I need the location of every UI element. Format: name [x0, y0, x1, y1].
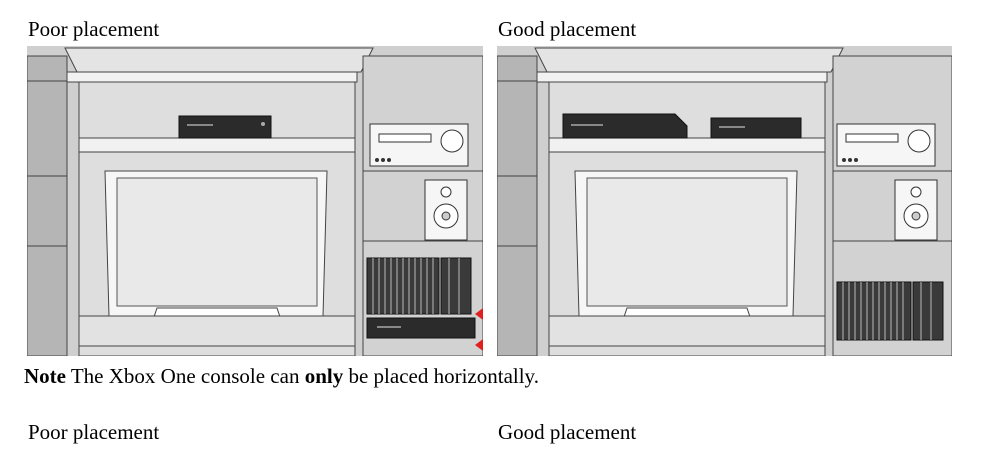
- poor-placement-illustration: [27, 46, 483, 356]
- note-text-after: be placed horizontally.: [343, 364, 539, 388]
- caption-poor-placement-2: Poor placement: [28, 420, 160, 444]
- note-label: Note: [24, 364, 66, 388]
- caption-poor-placement: Poor placement: [28, 17, 160, 41]
- note-emphasis: only: [304, 364, 344, 388]
- good-placement-illustration: [497, 46, 952, 356]
- caption-good-placement: Good placement: [498, 17, 637, 41]
- caption-good-placement-2: Good placement: [498, 420, 637, 444]
- placement-note: Note The Xbox One console can only be pl…: [24, 364, 539, 388]
- note-text-before: The Xbox One console can: [65, 364, 305, 388]
